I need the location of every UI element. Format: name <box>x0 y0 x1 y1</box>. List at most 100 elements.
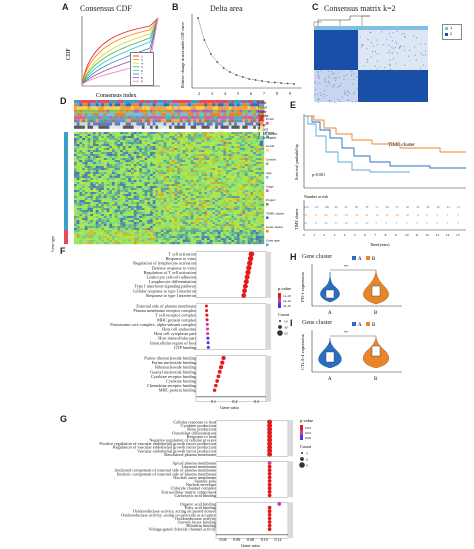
heatmap-cell <box>226 170 229 173</box>
heatmap-cell <box>117 136 121 139</box>
heatmap-cell <box>204 168 208 171</box>
heatmap-cell <box>152 198 156 201</box>
annotation-cell <box>128 112 132 116</box>
heatmap-cell <box>245 226 248 229</box>
matrix-cell <box>381 31 382 33</box>
annotation-cell <box>209 100 213 104</box>
heatmap-cell <box>93 176 96 179</box>
annotation-cell <box>190 125 194 129</box>
heatmap-cell <box>125 210 129 213</box>
heatmap-cell <box>147 212 151 215</box>
heatmap-cell <box>209 164 213 167</box>
heatmap-cell <box>120 186 124 189</box>
heatmap-cell <box>217 154 221 157</box>
heatmap-cell <box>190 182 194 185</box>
heatmap-cell <box>212 210 216 213</box>
heatmap-cell <box>150 166 153 169</box>
annotation-cell <box>190 116 194 120</box>
annotation-cell <box>212 119 216 123</box>
heatmap-cell <box>226 148 229 151</box>
heatmap-cell <box>84 186 88 189</box>
heatmap-cell <box>220 204 224 207</box>
heatmap-cell <box>160 234 164 237</box>
annotation-cell <box>201 125 205 129</box>
heatmap-cell <box>122 224 126 227</box>
heatmap-cell <box>133 198 137 201</box>
matrix-cell <box>325 81 327 83</box>
go-dot <box>212 388 217 392</box>
heatmap-cell <box>253 194 257 197</box>
heatmap-cell <box>155 234 159 237</box>
heatmap-cell <box>93 168 96 171</box>
annotation-cell <box>144 122 148 126</box>
heatmap-cell <box>217 192 221 195</box>
annotation-cell <box>212 109 216 113</box>
heatmap-cell <box>255 166 259 169</box>
heatmap-cell <box>114 218 118 221</box>
matrix-cell <box>356 87 358 89</box>
heatmap-cell <box>79 182 83 185</box>
heatmap-cell <box>209 230 213 233</box>
heatmap-cell <box>158 194 162 197</box>
heatmap-cell <box>182 138 186 141</box>
annotation-cell <box>228 100 232 104</box>
heatmap-cell <box>90 152 94 155</box>
annotation-cell <box>93 119 96 123</box>
heatmap-cell <box>188 158 191 161</box>
annotation-cell <box>163 112 167 116</box>
heatmap-cell <box>158 146 162 149</box>
heatmap-cell <box>79 180 83 183</box>
heatmap-cell <box>174 168 178 171</box>
risk-value: 38 <box>375 213 379 217</box>
annotation-cell <box>150 100 153 104</box>
heatmap-cell <box>226 180 229 183</box>
heatmap-cell <box>150 214 153 217</box>
heatmap-cell <box>231 230 235 233</box>
heatmap-cell <box>242 178 246 181</box>
heatmap-cell <box>109 214 113 217</box>
heatmap-cell <box>131 170 134 173</box>
heatmap-cell <box>133 220 137 223</box>
heatmap-cell <box>109 194 113 197</box>
heatmap-cell <box>128 188 132 191</box>
heatmap-cell <box>261 200 265 203</box>
heatmap-cell <box>198 240 202 243</box>
heatmap-cell <box>76 170 80 173</box>
matrix-cell <box>320 94 322 96</box>
heatmap-cell <box>193 240 197 243</box>
heatmap-cell <box>109 230 113 233</box>
heatmap-cell <box>112 190 115 193</box>
risk-value: 0 <box>416 221 418 225</box>
heatmap-cell <box>158 230 162 233</box>
heatmap-cell <box>234 240 238 243</box>
heatmap-cell <box>174 230 178 233</box>
heatmap-cell <box>101 208 105 211</box>
heatmap-cell <box>152 152 156 155</box>
risk-value: 30 <box>324 221 328 225</box>
heatmap-cell <box>174 152 178 155</box>
heatmap-cell <box>245 152 248 155</box>
heatmap-cell <box>120 200 124 203</box>
heatmap-cell <box>160 166 164 169</box>
go-dot <box>218 365 224 370</box>
matrix-cell <box>337 86 339 89</box>
heatmap-cell <box>174 190 178 193</box>
heatmap-cell <box>258 162 262 165</box>
heatmap-cell <box>231 226 235 229</box>
heatmap-cell <box>245 146 248 149</box>
heatmap-cell <box>150 200 153 203</box>
annotation-cell <box>74 103 77 107</box>
heatmap-cell <box>93 200 96 203</box>
annotation-cell <box>223 109 227 113</box>
annotation-cell <box>179 122 183 126</box>
heatmap-cell <box>150 156 153 159</box>
heatmap-cell <box>261 204 265 207</box>
heatmap-cell <box>226 208 229 211</box>
heatmap-cell <box>74 200 77 203</box>
heatmap-cell <box>250 238 254 241</box>
heatmap-cell <box>255 234 259 237</box>
matrix-cell <box>362 44 364 46</box>
heatmap-cell <box>76 176 80 179</box>
heatmap-cell <box>122 190 126 193</box>
heatmap-cell <box>253 172 257 175</box>
